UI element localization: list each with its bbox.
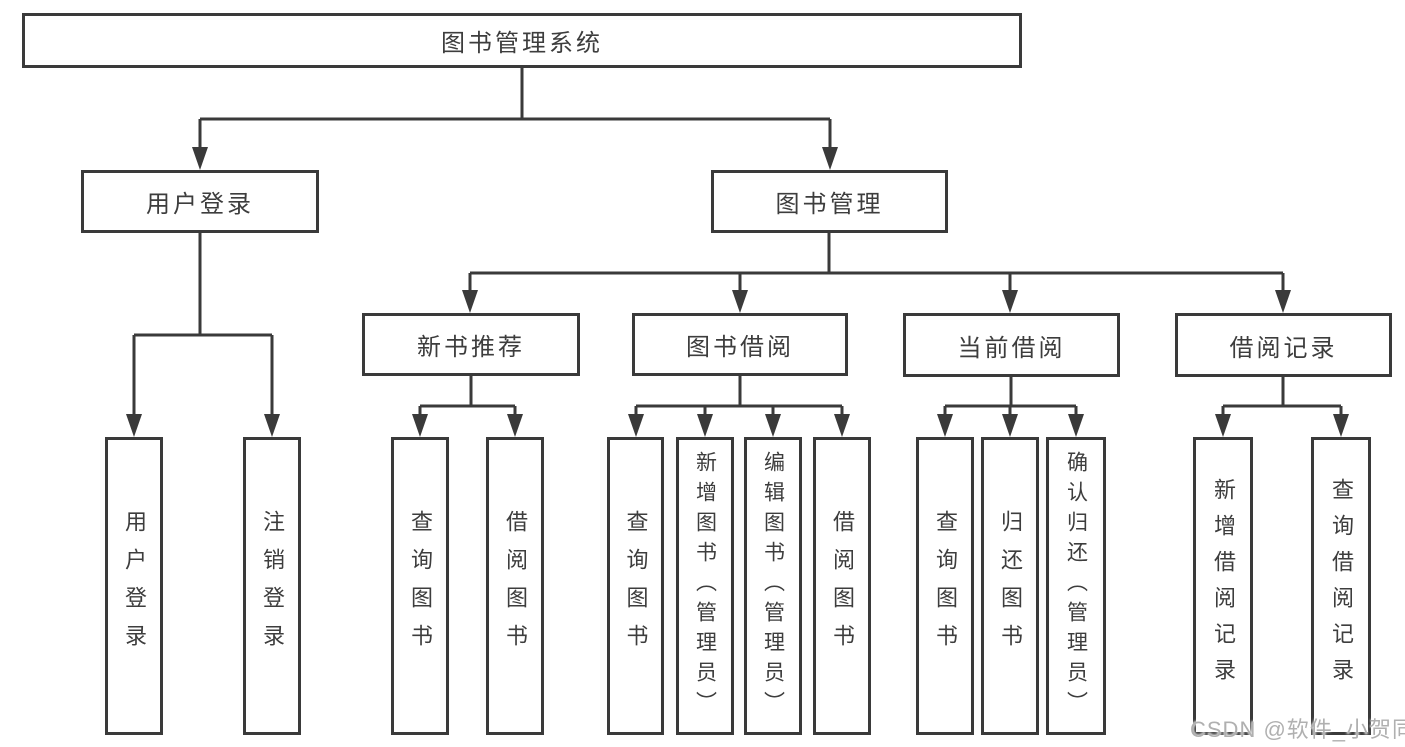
leaf-label: 用户登录	[122, 510, 147, 662]
node-book-borrow: 图书借阅	[632, 313, 848, 376]
node-current-borrow: 当前借阅	[903, 313, 1120, 377]
node-borrow-records: 借阅记录	[1175, 313, 1392, 377]
csdn-watermark: CSDN @软件_小贺同学	[1190, 717, 1405, 742]
leaf-borrow-books-recommend: 借阅图书	[486, 437, 544, 735]
node-book-management: 图书管理	[711, 170, 948, 233]
node-root-system: 图书管理系统	[22, 13, 1022, 68]
leaf-borrow-books: 借阅图书	[813, 437, 871, 735]
leaf-label: 注销登录	[260, 510, 285, 662]
node-label: 图书借阅	[686, 334, 794, 361]
leaf-edit-book-admin: 编辑图书（管理员）	[744, 437, 802, 735]
node-new-book-recommend: 新书推荐	[362, 313, 580, 376]
node-label: 用户登录	[146, 191, 254, 218]
leaf-label: 新增图书（管理员）	[693, 451, 717, 721]
leaf-query-borrow-record: 查询借阅记录	[1311, 437, 1371, 735]
leaf-label: 编辑图书（管理员）	[761, 451, 785, 721]
leaf-return-book: 归还图书	[981, 437, 1039, 735]
leaf-logout: 注销登录	[243, 437, 301, 735]
leaf-label: 查询图书	[623, 510, 649, 662]
leaf-confirm-return-admin: 确认归还（管理员）	[1046, 437, 1106, 735]
leaf-label: 查询借阅记录	[1329, 478, 1354, 694]
leaf-label: 确认归还（管理员）	[1064, 451, 1088, 721]
leaf-label: 查询图书	[933, 510, 958, 662]
node-user-login: 用户登录	[81, 170, 319, 233]
leaf-query-books-recommend: 查询图书	[391, 437, 449, 735]
node-label: 图书管理系统	[441, 30, 603, 57]
leaf-query-books-current: 查询图书	[916, 437, 974, 735]
node-label: 图书管理	[775, 191, 884, 218]
leaf-label: 新增借阅记录	[1211, 478, 1236, 694]
leaf-label: 借阅图书	[503, 510, 528, 662]
leaf-label: 借阅图书	[830, 510, 855, 662]
leaf-user-login: 用户登录	[105, 437, 163, 735]
node-label: 借阅记录	[1229, 334, 1338, 362]
leaf-query-books-borrow: 查询图书	[607, 437, 664, 735]
node-label: 当前借阅	[957, 334, 1066, 362]
leaf-add-borrow-record: 新增借阅记录	[1193, 437, 1253, 735]
leaf-label: 归还图书	[998, 510, 1023, 662]
leaf-add-book-admin: 新增图书（管理员）	[676, 437, 734, 735]
node-label: 新书推荐	[417, 334, 525, 361]
leaf-label: 查询图书	[408, 510, 433, 662]
